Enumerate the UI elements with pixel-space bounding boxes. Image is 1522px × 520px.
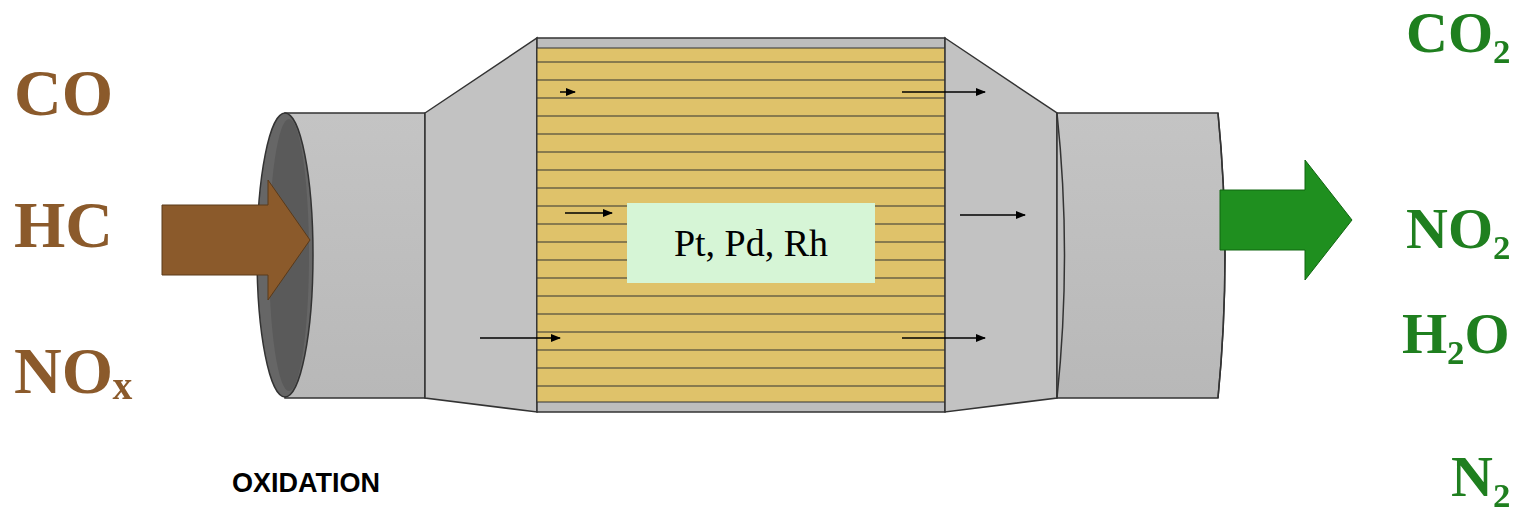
catalyst-box: Pt, Pd, Rh <box>627 203 875 283</box>
reactant-label: NOₓ <box>14 338 132 404</box>
process-label: OXIDATION <box>232 470 380 497</box>
product-label: N₂ <box>1451 448 1510 506</box>
reactant-label: CO <box>14 60 113 126</box>
catalyst-label: Pt, Pd, Rh <box>674 221 828 265</box>
reactant-label: HC <box>14 192 113 258</box>
product-label: CO₂ <box>1406 4 1510 62</box>
product-label: NO₂ <box>1406 200 1510 258</box>
product-label: H₂O <box>1402 305 1510 363</box>
